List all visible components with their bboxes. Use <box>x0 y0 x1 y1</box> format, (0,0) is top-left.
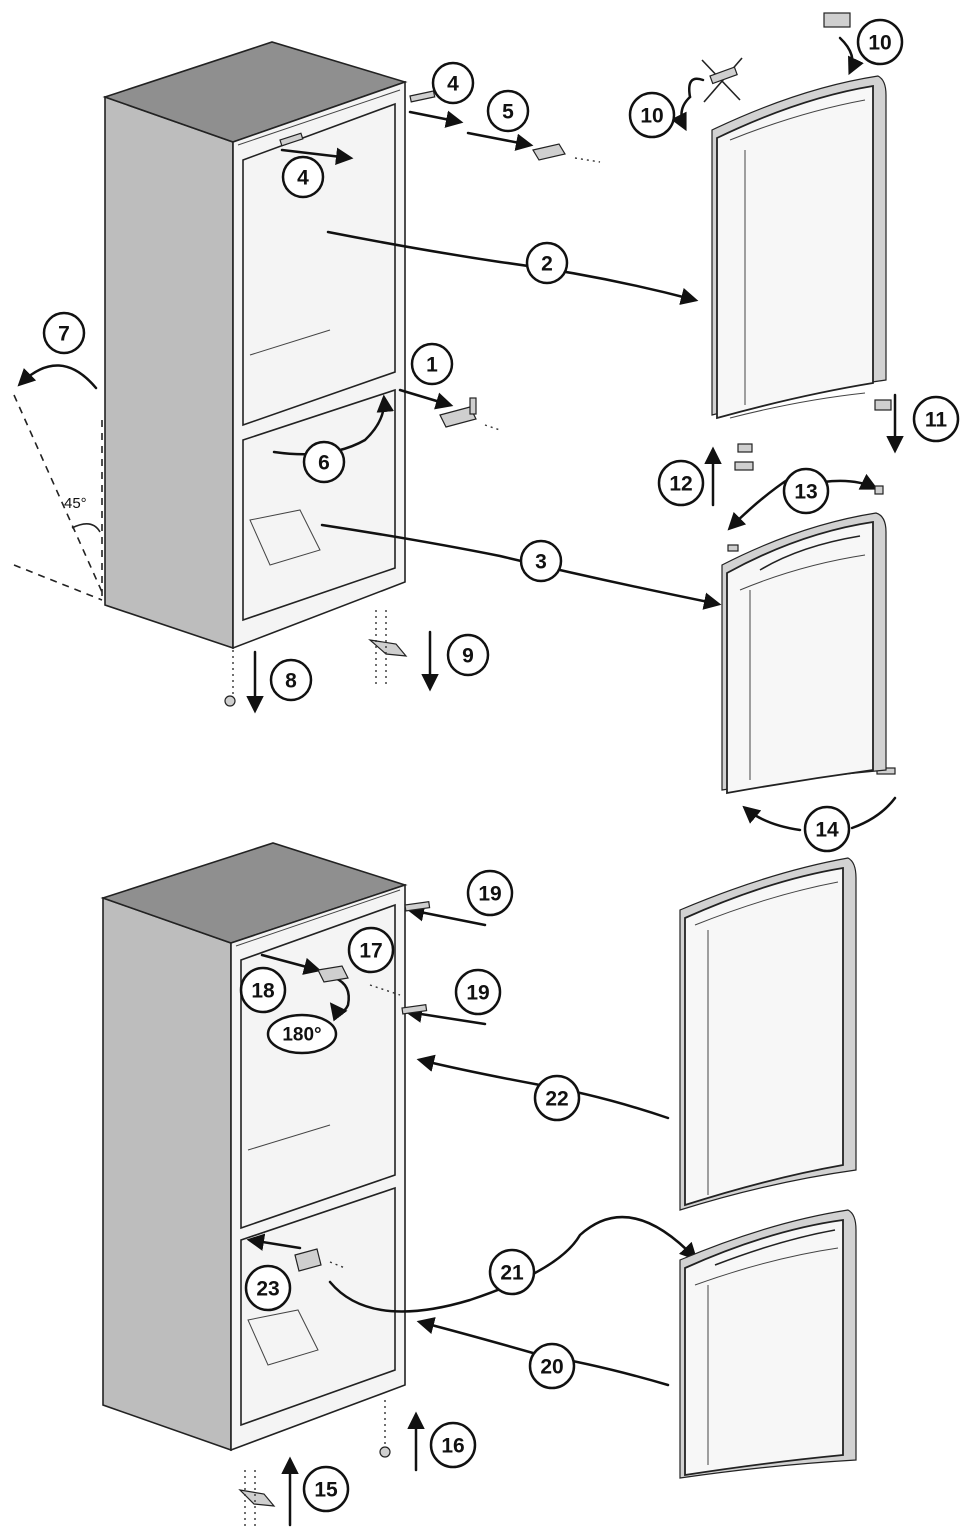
step-label-9: 9 <box>462 645 474 668</box>
step-badge-22: 22 <box>533 1074 581 1122</box>
step-badge-4b: 4 <box>281 155 325 199</box>
step-badge-4a: 4 <box>431 61 475 105</box>
step-label-16: 16 <box>441 1435 464 1458</box>
arrows-top <box>246 36 904 832</box>
step-label-6: 6 <box>318 452 330 475</box>
step-badge-9: 9 <box>446 633 490 677</box>
step-label-19b: 19 <box>466 982 489 1005</box>
step-badge-1: 1 <box>410 342 454 386</box>
hardware-bottom <box>238 900 431 1530</box>
step-label-8: 8 <box>285 670 297 693</box>
step-badge-10b: 10 <box>856 18 904 66</box>
step-badge-23: 23 <box>244 1264 292 1312</box>
upper-door-top <box>711 75 887 420</box>
step-badge-5: 5 <box>486 89 530 133</box>
step-badge-7: 7 <box>42 311 86 355</box>
step-badge-12: 12 <box>657 459 705 507</box>
step-badge-15: 15 <box>302 1465 350 1513</box>
step-label-4a: 4 <box>447 73 459 96</box>
step-label-10b: 10 <box>868 32 891 55</box>
step-badge-13: 13 <box>782 467 830 515</box>
step-label-2: 2 <box>541 253 553 276</box>
lower-door-top <box>721 512 887 795</box>
step-label-5: 5 <box>502 101 514 124</box>
step-badge-3: 3 <box>519 539 563 583</box>
step-label-7: 7 <box>58 323 70 346</box>
step-label-21: 21 <box>500 1262 524 1285</box>
rotation-180-text: 180° <box>282 1025 321 1046</box>
step-badge-8: 8 <box>269 658 313 702</box>
step-badge-16: 16 <box>429 1421 477 1469</box>
step-badge-19b: 19 <box>454 968 502 1016</box>
step-label-14: 14 <box>815 819 839 842</box>
step-label-12: 12 <box>669 473 692 496</box>
step-badge-14: 14 <box>803 805 851 853</box>
rotation-180-label: 180° <box>266 1013 338 1055</box>
step-label-10a: 10 <box>640 105 663 128</box>
step-label-3: 3 <box>535 551 547 574</box>
cabinet-top <box>102 41 408 650</box>
step-label-15: 15 <box>314 1479 338 1502</box>
step-badge-10a: 10 <box>628 91 676 139</box>
step-badge-2: 2 <box>525 241 569 285</box>
hardware-top <box>224 12 896 775</box>
angle-label: 45° <box>64 495 87 512</box>
tilt-guide: 45° <box>13 364 103 601</box>
step-label-20: 20 <box>540 1356 563 1379</box>
step-label-1: 1 <box>426 354 438 377</box>
step-badge-19a: 19 <box>466 869 514 917</box>
step-badge-18: 18 <box>239 966 287 1014</box>
step-badge-21: 21 <box>488 1248 536 1296</box>
upper-door-bottom <box>679 857 857 1211</box>
step-badge-17: 17 <box>347 926 395 974</box>
step-label-17: 17 <box>359 940 382 963</box>
step-label-22: 22 <box>545 1088 568 1111</box>
step-badge-6: 6 <box>302 440 346 484</box>
step-label-13: 13 <box>794 481 817 504</box>
step-label-11: 11 <box>925 409 948 432</box>
step-badge-11: 11 <box>912 395 960 443</box>
step-label-18: 18 <box>251 980 275 1003</box>
step-label-19a: 19 <box>478 883 501 906</box>
step-label-23: 23 <box>256 1278 279 1301</box>
step-label-4b: 4 <box>297 167 309 190</box>
step-badge-20: 20 <box>528 1342 576 1390</box>
lower-door-bottom <box>679 1209 857 1479</box>
